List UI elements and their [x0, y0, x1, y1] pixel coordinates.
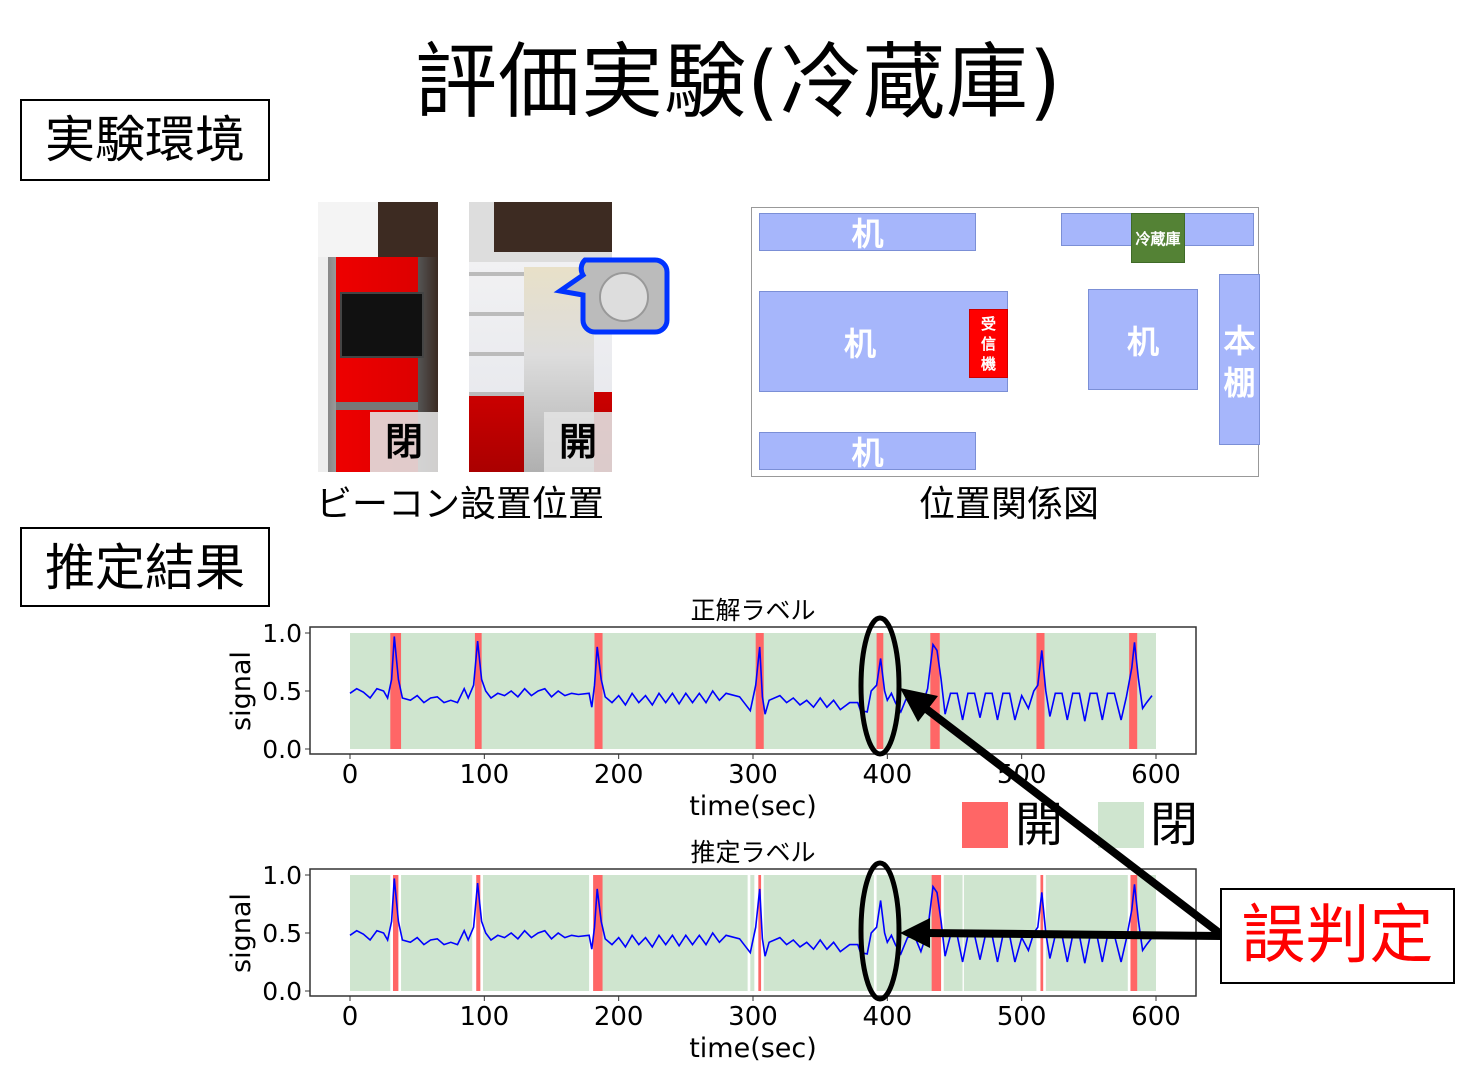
y-tick-label: 0.5	[262, 919, 302, 948]
label-gap	[1036, 875, 1041, 991]
plan-caption: 位置関係図	[919, 484, 1100, 525]
photo-background-shelf	[318, 202, 438, 257]
x-tick-label: 400	[863, 1002, 913, 1032]
slide-title: 評価実験(冷蔵庫)	[415, 35, 1062, 130]
y-axis-label: signal	[226, 893, 257, 973]
x-axis-label: time(sec)	[689, 791, 817, 822]
open-interval-bar	[390, 633, 402, 749]
y-tick-label: 1.0	[262, 619, 302, 648]
receiver-char: 機	[980, 354, 996, 373]
label-gap	[589, 875, 594, 991]
legend-closed-swatch	[1098, 802, 1144, 848]
signal-line	[349, 636, 1153, 722]
photo-fridge-divider	[336, 402, 418, 410]
photo-background-shelf	[494, 202, 612, 252]
open-interval-bar	[758, 875, 762, 991]
x-tick-label: 0	[342, 760, 359, 790]
open-interval-bar	[392, 875, 399, 991]
chart-title: 推定ラベル	[690, 838, 815, 867]
open-interval-bar	[593, 875, 603, 991]
x-tick-label: 300	[728, 760, 778, 790]
open-interval-bar	[876, 633, 884, 749]
photo-monitor	[340, 292, 424, 358]
y-tick-label: 0.5	[262, 677, 302, 706]
section-label-results: 推定結果	[20, 527, 270, 607]
x-tick-label: 0	[342, 1002, 359, 1032]
label-gap	[390, 875, 393, 991]
x-tick-label: 300	[728, 1002, 778, 1032]
label-gap	[962, 875, 964, 991]
photo-fridge-shelves	[469, 272, 524, 276]
desk-top-left: 机	[759, 213, 976, 253]
receiver-char: 受	[980, 314, 996, 333]
x-tick-label: 500	[997, 1002, 1047, 1032]
beacon-icon	[599, 272, 649, 322]
photo-fridge-open: 開	[469, 202, 612, 472]
open-interval-bar	[476, 875, 481, 991]
section-label-environment: 実験環境	[20, 99, 270, 181]
chart-ground-truth: 正解ラベル 0.0 0.5 1.0 0 100 200 300 400 500 600 time(se…	[226, 596, 1197, 822]
y-tick-label: 0.0	[262, 735, 302, 764]
x-tick-label: 400	[863, 760, 913, 790]
label-gap	[472, 875, 477, 991]
floor-plan: 机 冷蔵庫 机 受 信 機 机 本 棚 机	[751, 207, 1260, 477]
open-interval-bar	[755, 633, 764, 749]
label-gap	[480, 875, 483, 991]
beacon-callout	[553, 257, 670, 335]
y-tick-label: 0.0	[262, 977, 302, 1006]
open-interval-bar	[1129, 633, 1138, 749]
x-tick-label: 200	[594, 760, 644, 790]
receiver-block: 受 信 機	[969, 309, 1008, 378]
misjudgment-label: 誤判定	[1220, 888, 1455, 984]
x-tick-label: 500	[997, 760, 1047, 790]
legend-open-label: 開	[1015, 797, 1064, 853]
x-axis-label: time(sec)	[689, 1033, 817, 1064]
photo-open-label: 開	[544, 412, 612, 472]
x-tick-label: 600	[1131, 760, 1181, 790]
chart-title: 正解ラベル	[690, 596, 815, 625]
bookshelf-char: 本	[1223, 322, 1256, 360]
label-gap	[873, 875, 877, 991]
receiver-char: 信	[980, 334, 996, 353]
photo-caption: ビーコン設置位置	[316, 484, 605, 525]
open-interval-bar	[1036, 633, 1045, 749]
desk-bottom-left: 机	[759, 432, 976, 472]
desk-right: 机	[1088, 289, 1198, 390]
label-gap	[398, 875, 402, 991]
x-tick-label: 200	[594, 1002, 644, 1032]
fridge-block: 冷蔵庫	[1131, 213, 1185, 263]
y-axis-label: signal	[226, 651, 257, 731]
y-tick-label: 1.0	[262, 861, 302, 890]
legend-open-swatch	[962, 802, 1008, 848]
open-interval-bar	[594, 633, 603, 749]
desk-center: 机	[759, 291, 1008, 392]
chart-estimated: 推定ラベル 0.0 0.5 1.0 0 100 200 300 400 500 600 time(se…	[226, 838, 1197, 1064]
label-gap	[754, 875, 759, 991]
x-tick-label: 600	[1131, 1002, 1181, 1032]
photo-closed-label: 閉	[370, 412, 438, 472]
label-gap	[747, 875, 751, 991]
photo-fridge-closed: 閉	[318, 202, 438, 472]
x-tick-label: 100	[460, 1002, 510, 1032]
legend-closed-label: 閉	[1150, 797, 1199, 853]
open-interval-bar	[474, 633, 482, 749]
x-tick-label: 100	[460, 760, 510, 790]
bookshelf-block: 本 棚	[1219, 274, 1260, 445]
bookshelf-char: 棚	[1223, 364, 1256, 402]
